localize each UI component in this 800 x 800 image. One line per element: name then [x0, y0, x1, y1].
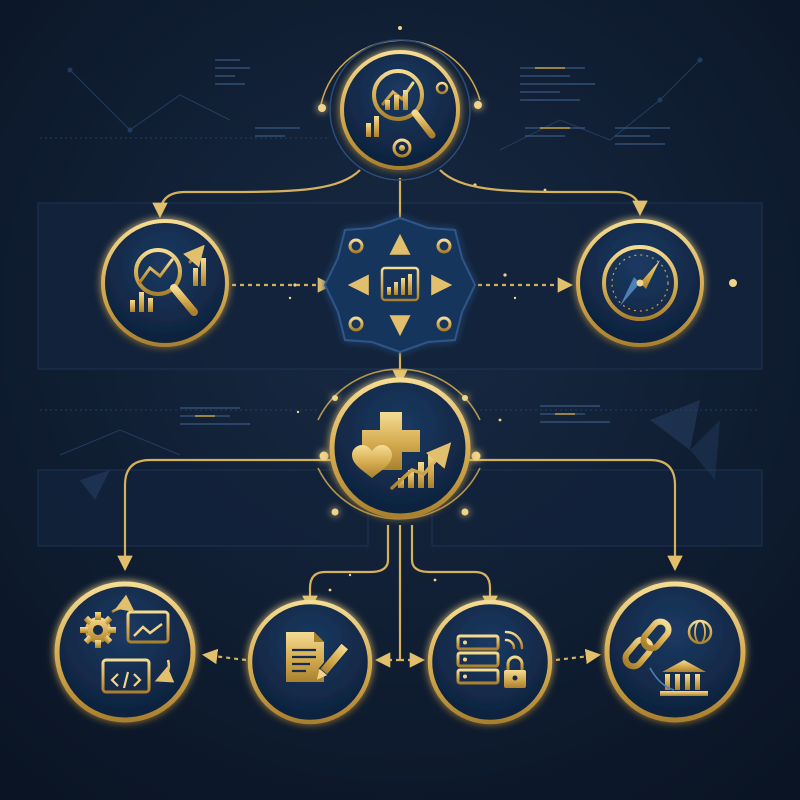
bracket-decoration [686, 230, 737, 332]
node-documentation[interactable] [247, 599, 373, 725]
connector-health-to-integration [468, 458, 683, 572]
connector-health-to-documentation [302, 525, 390, 612]
connector-top-to-navigation [439, 169, 648, 217]
connector-health-to-server [410, 525, 498, 612]
node-secure-server[interactable] [427, 599, 553, 725]
node-analysis[interactable] [329, 39, 471, 181]
compass-icon [602, 245, 678, 321]
connector-server-to-integration [555, 648, 602, 665]
orbit-dots [318, 101, 482, 516]
background-gold-accents [195, 67, 575, 417]
node-development[interactable] [54, 581, 196, 723]
magnifier-chart-gear-icon [366, 69, 449, 158]
node-research[interactable] [101, 219, 229, 347]
arrows-chart-hub-icon [347, 233, 453, 337]
node-navigation[interactable] [576, 219, 737, 347]
background-network-lines [40, 57, 760, 456]
connectors [117, 169, 683, 668]
magnifier-bar-chart-icon [130, 244, 206, 316]
background-triangles [80, 400, 720, 500]
node-integration[interactable] [604, 581, 746, 723]
connector-top-to-research [152, 169, 361, 219]
connector-documentation-to-development [201, 648, 247, 665]
link-bank-globe-icon [622, 618, 713, 696]
document-pencil-icon [286, 632, 351, 682]
server-lock-icon [456, 630, 526, 697]
gear-code-window-icon [80, 594, 175, 694]
cross-heart-growth-icon [352, 412, 452, 490]
node-health-growth[interactable] [329, 377, 471, 519]
node-strategy[interactable] [323, 216, 477, 354]
connector-health-to-development [117, 458, 332, 572]
